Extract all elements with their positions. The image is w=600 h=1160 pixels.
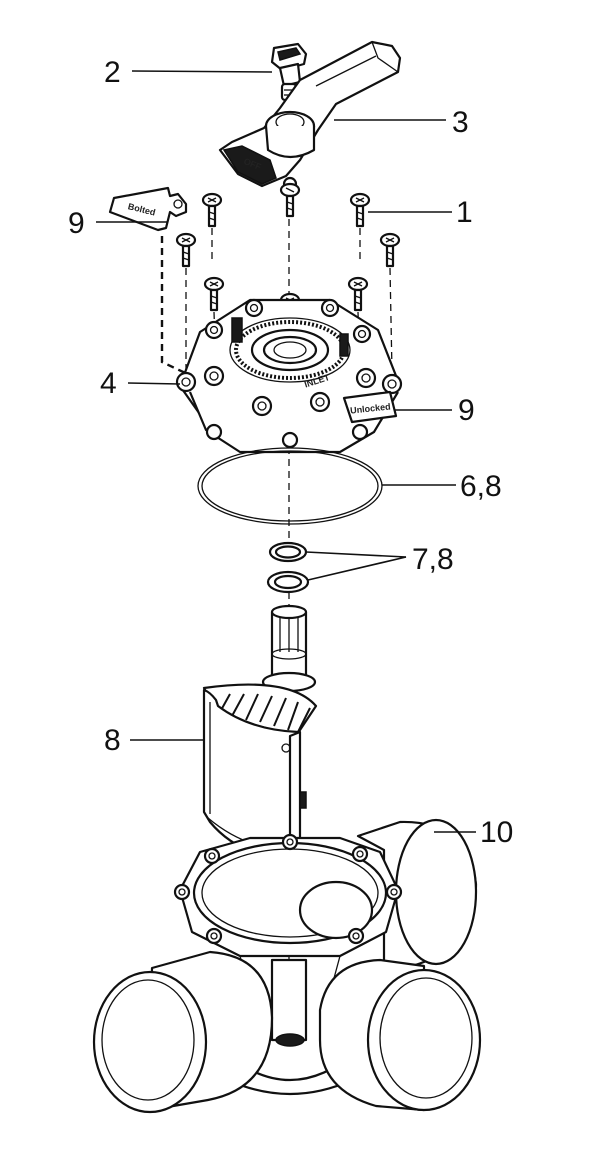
tag-part-9-right <box>342 390 398 424</box>
screw <box>279 182 301 218</box>
valve-body-part-10 <box>92 818 482 1114</box>
screw <box>347 276 369 312</box>
callout-7-8: 7,8 <box>412 543 454 576</box>
screw <box>379 232 401 268</box>
lid-o-ring-part-6 <box>197 447 383 525</box>
callout-10: 10 <box>480 816 513 849</box>
screw <box>349 192 371 228</box>
callout-4: 4 <box>100 367 117 400</box>
callout-2: 2 <box>104 56 121 89</box>
screw <box>175 232 197 268</box>
diverter-part-8 <box>202 604 318 864</box>
screw <box>203 276 225 312</box>
tag-right-text: Unlocked <box>350 401 391 415</box>
knob-part-2 <box>270 42 308 102</box>
handle-part-3: OFF <box>218 40 402 192</box>
screw <box>201 192 223 228</box>
lid-part-4: INLET Unlocked <box>175 298 403 454</box>
tag-part-9-left: Bolted <box>108 186 197 380</box>
callout-6-8: 6,8 <box>460 470 502 503</box>
callout-3: 3 <box>452 106 469 139</box>
callout-1: 1 <box>456 196 473 229</box>
callout-8: 8 <box>104 724 121 757</box>
callout-9-right: 9 <box>458 394 475 427</box>
leader-lines <box>96 70 476 833</box>
stem-o-rings-part-7 <box>266 541 310 594</box>
callout-9-left: 9 <box>68 207 85 240</box>
